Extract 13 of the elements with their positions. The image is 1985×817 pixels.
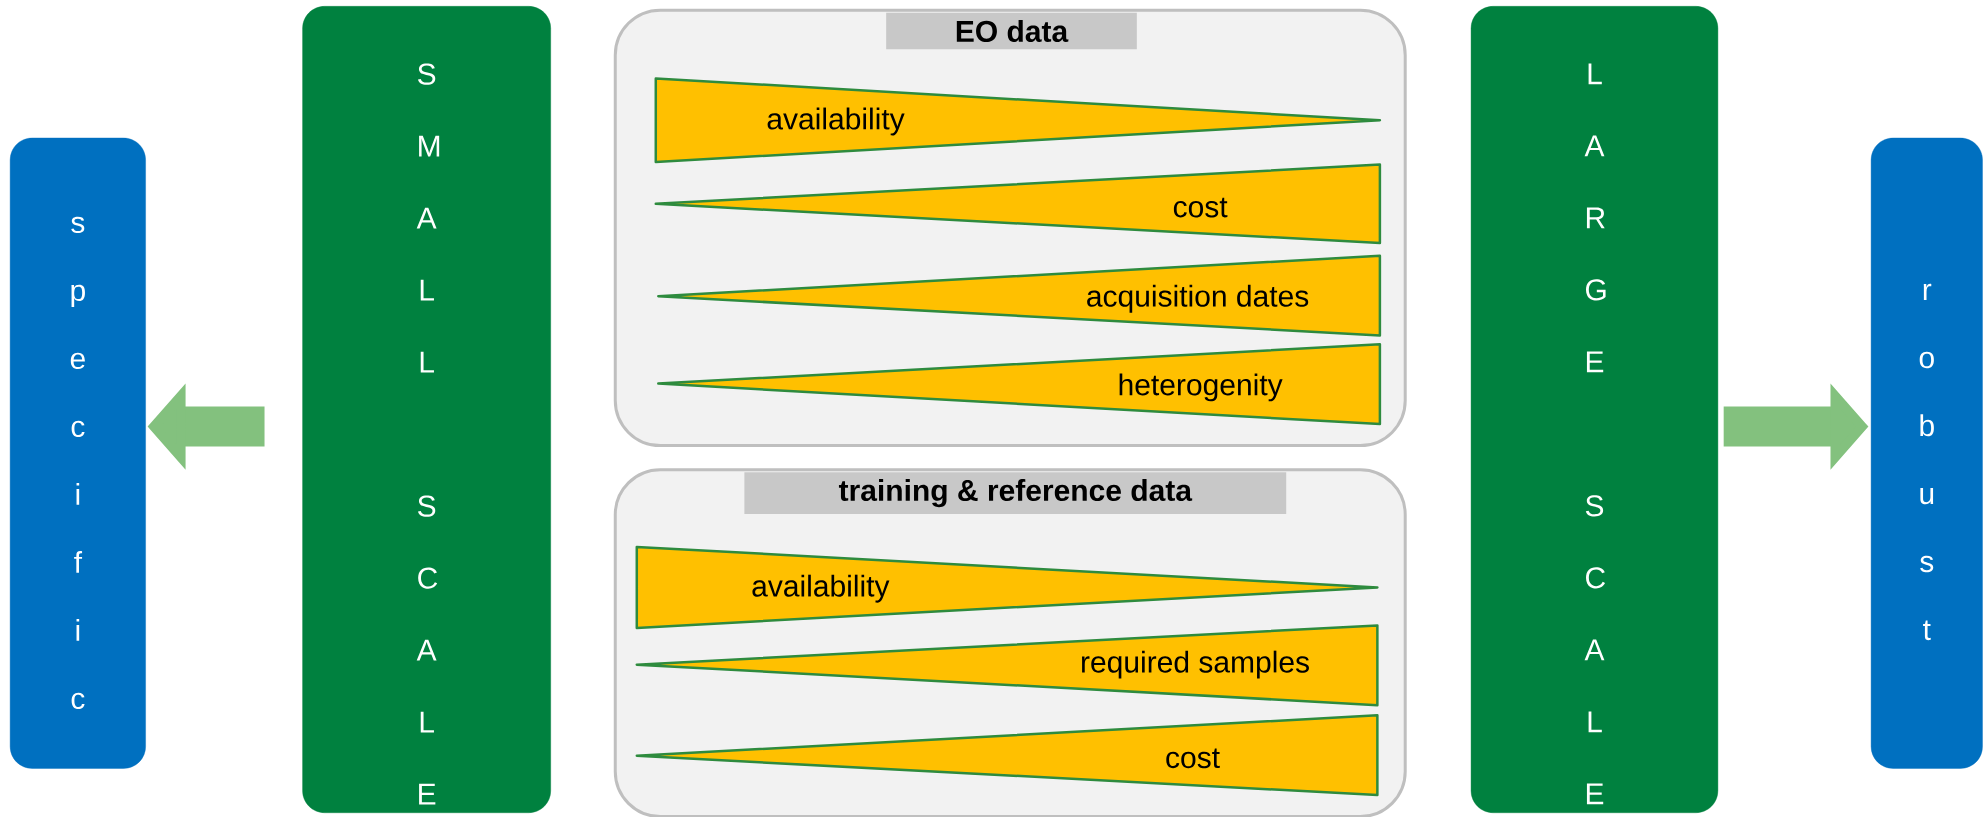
scale-bar: L A R G E S C A L E [1470,6,1719,813]
scale-bar: r o b u s t [1870,137,1983,769]
wedge-bar: heterogenity [657,343,1382,426]
panel-heading: training & reference data [744,472,1287,514]
panel-heading: EO data [886,12,1137,50]
scale-bar: S M A L L S C A L E [302,6,551,813]
wedge-bar: cost [635,714,1379,797]
wedge-bar: availability [654,77,1382,164]
wedge-bar: acquisition dates [657,254,1382,337]
wedge-bar: availability [635,545,1379,630]
scale-bar: s p e c i f i c [9,137,146,769]
wedge-bar: cost [654,163,1382,245]
wedge-bar: required samples [635,624,1379,707]
